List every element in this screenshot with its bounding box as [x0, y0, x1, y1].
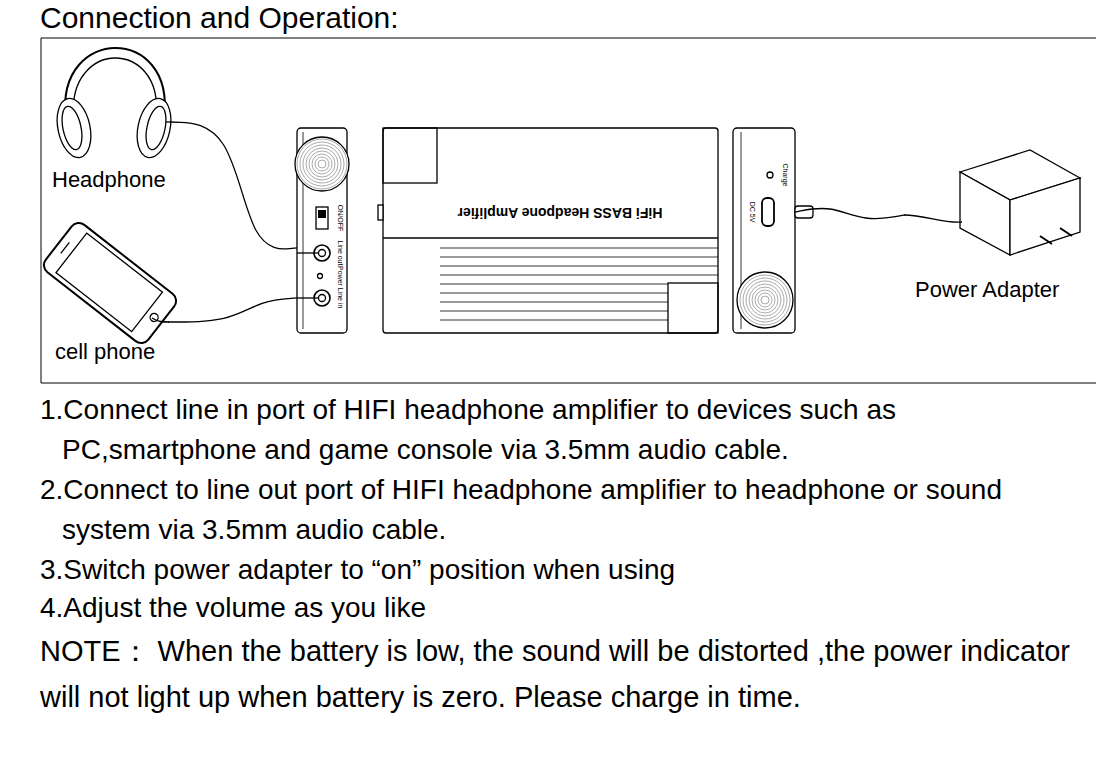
panel-marking: DC 5V: [748, 202, 756, 223]
part-label: cell phone: [55, 339, 155, 364]
knob-knurl: [306, 148, 338, 180]
ear-pad: [143, 105, 170, 152]
instruction-step: 1.Connect line in port of HIFI headphone…: [40, 390, 1090, 470]
cable-stub: [152, 318, 169, 322]
volume-knob: [295, 137, 349, 191]
knob-knurl: [309, 151, 335, 177]
plate-edge: [383, 237, 718, 238]
power-led: [318, 274, 323, 279]
part-label: Headphone: [52, 167, 166, 192]
headband-inner: [74, 58, 157, 116]
cable-stub: [904, 215, 962, 222]
phone-body: [40, 219, 179, 346]
dc-port: [762, 198, 774, 226]
jack-hole: [319, 295, 326, 302]
knob-knurl: [740, 275, 790, 325]
knob-knurl: [749, 284, 781, 316]
cell-phone-drawing: [40, 219, 179, 346]
fin-line: [440, 266, 718, 267]
power-adapter-drawing: [904, 150, 1080, 255]
adapter-side: [1010, 178, 1080, 255]
panel-marking: Power: [336, 266, 344, 286]
knob-knurl: [300, 142, 344, 186]
knob-knurl: [758, 293, 772, 307]
fin-line: [440, 293, 668, 294]
power-adapter-node: Power Adapter: [905, 150, 1090, 310]
ear-cup: [52, 95, 96, 160]
bottom-tab: [668, 283, 718, 333]
fin-line: [440, 302, 668, 303]
front-panel-drawing: [295, 128, 349, 333]
knob-knurl: [315, 157, 329, 171]
adapter-prongs: [1040, 228, 1072, 244]
note-text: NOTE： When the battery is low, the sound…: [40, 628, 1090, 720]
cell-phone-node: cell phone: [48, 228, 168, 370]
plug: [297, 252, 318, 253]
back-panel-outline: [733, 128, 795, 333]
panel-marking: ON/OFF: [336, 205, 344, 231]
fin-line: [440, 257, 718, 258]
knob-knurl: [761, 296, 769, 304]
adapter-front: [960, 172, 1010, 255]
jack-hole: [319, 250, 326, 257]
back-panel: DC 5V Charge: [733, 128, 795, 333]
fin-line: [440, 320, 668, 321]
knob-knurl: [318, 160, 326, 168]
back-panel-drawing: [733, 128, 813, 333]
switch-lever: [318, 210, 326, 218]
power-switch: [316, 207, 328, 229]
amplifier-body: [383, 128, 718, 333]
headphone-drawing: [52, 48, 176, 161]
panel-marking: Line out: [336, 241, 344, 266]
plug: [297, 297, 318, 298]
instruction-step: 3.Switch power adapter to “on” position …: [40, 550, 1090, 590]
audio-cable: [170, 122, 297, 249]
heat-fins: [440, 248, 718, 320]
amplifier-body: HiFi BASS Headpone Amplifier: [383, 128, 718, 333]
instruction-step: 2.Connect to line out port of HIFI headp…: [40, 470, 1090, 550]
panel-marking: Charge: [781, 164, 789, 187]
knob-knurl: [746, 281, 784, 319]
panel-marking: HiFi BASS Headpone Amplifier: [458, 205, 663, 221]
knob-knurl: [755, 290, 775, 310]
top-tab: [383, 128, 437, 183]
part-label: Power Adapter: [915, 277, 1059, 302]
ear-cup: [132, 95, 176, 160]
front-panel: ON/OFF Line outPowerLine in: [297, 128, 347, 333]
fin-line: [440, 311, 668, 312]
rear-knob: [737, 272, 793, 328]
knob-knurl: [752, 287, 778, 313]
charge-led: [767, 172, 773, 178]
instruction-step: 4.Adjust the volume as you like: [40, 588, 1090, 628]
side-nub: [378, 205, 383, 220]
knob-knurl: [743, 278, 787, 322]
title: Connection and Operation:: [40, 1, 399, 34]
headphone-node: Headphone: [50, 48, 170, 196]
ear-pad: [59, 105, 86, 152]
knob-knurl: [303, 145, 341, 183]
audio-cable: [795, 208, 905, 218]
audio-cable: [168, 298, 297, 322]
knob-knurl: [297, 139, 347, 189]
phone-screen: [56, 233, 162, 332]
knob-knurl: [312, 154, 332, 174]
panel-marking: Line in: [336, 288, 344, 309]
fin-line: [440, 275, 718, 276]
fin-line: [440, 248, 718, 249]
amplifier-drawing: [378, 128, 718, 333]
speaker-slot: [61, 242, 70, 253]
figure-frame: [41, 38, 1096, 383]
fin-line: [440, 284, 668, 285]
